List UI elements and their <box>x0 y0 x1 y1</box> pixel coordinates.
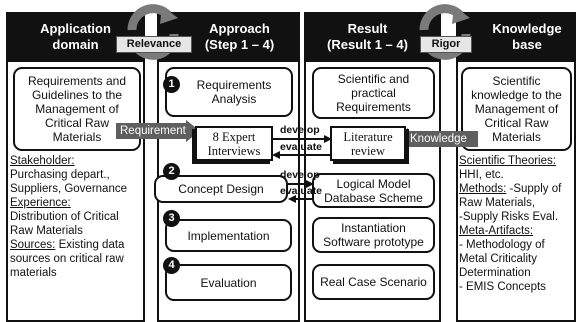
evaluate-label-lower: evaluate <box>280 185 323 197</box>
application-domain-header: Application domain <box>6 12 145 62</box>
result1-line-3: Requirements <box>336 100 411 114</box>
application-domain-details: Stakeholder: Purchasing depart., Supplie… <box>10 154 127 280</box>
step-3-marker: 3 <box>163 210 180 227</box>
scientific-knowledge-box: Scientific knowledge to the Management o… <box>461 67 572 151</box>
result4-line-1: Real Case Scenario <box>320 275 427 289</box>
kb-box-line-5: Materials <box>492 130 541 144</box>
result-requirements-box: Scientific and practical Requirements <box>312 67 435 119</box>
experience-heading: Experience: <box>10 197 71 209</box>
result-title-1: Result <box>347 21 388 36</box>
step4-line-1: Evaluation <box>200 275 257 290</box>
literature-review-box: Literature review <box>330 126 406 161</box>
step2-line-1: Concept Design <box>178 182 264 196</box>
evaluate-arrow-lower-icon <box>288 195 314 203</box>
literature-line-1: Literature <box>343 129 393 144</box>
sources-line-2: materials <box>10 267 57 279</box>
develop-label-lower: develop <box>280 169 320 181</box>
evaluate-label-upper: evaluate <box>280 141 323 153</box>
knowledge-base-header: Knowledge base <box>456 12 576 62</box>
methods-heading: Methods: <box>459 183 507 195</box>
application-domain-title-1: Application <box>40 21 111 36</box>
knowledge-base-column <box>456 12 576 322</box>
knowledge-label: Knowledge <box>410 133 467 145</box>
sources-first: Existing data <box>55 239 125 251</box>
stakeholder-heading: Stakeholder: <box>10 155 75 167</box>
application-domain-column <box>6 12 145 322</box>
knowledge-arrow-icon <box>394 128 478 150</box>
experience-line-1: Distribution of Critical <box>10 211 119 223</box>
expert-line-2: Interviews <box>207 143 261 158</box>
meta-heading: Meta-Artifacts: <box>459 225 534 237</box>
result-logical-model-box: Logical Model Database Scheme <box>312 173 435 208</box>
step1-line-2: Analysis <box>211 92 257 106</box>
knowledge-base-title-2: base <box>512 37 542 52</box>
approach-title-1: Approach <box>209 21 270 36</box>
sources-line-1: sources on critical raw <box>10 253 124 265</box>
develop-arrow-lower-icon <box>288 180 314 188</box>
develop-arrow-upper-icon <box>272 135 332 143</box>
methods-first: -Supply of <box>506 183 562 195</box>
kb-box-line-3: Management of <box>474 102 559 116</box>
step-requirements-analysis-box: Requirements Analysis <box>165 67 293 117</box>
sources-heading: Sources: <box>10 239 56 251</box>
methods-line-1: Raw Materials, <box>459 197 536 209</box>
app-box-line-4: Critical Raw <box>44 116 109 130</box>
meta-line-2: Metal Criticality <box>459 253 537 265</box>
rigor-cycle-icon <box>419 4 471 60</box>
meta-line-3: Determination <box>459 267 531 279</box>
step-concept-design-box: Concept Design <box>154 175 288 203</box>
result1-line-2: practical <box>351 86 396 100</box>
app-box-line-1: Requirements and <box>27 74 127 88</box>
kb-box-line-2: knowledge to the <box>471 88 562 102</box>
step-evaluation-box: Evaluation <box>165 264 292 301</box>
evaluate-arrow-upper-icon <box>272 151 332 159</box>
requirement-label: Requirement <box>120 125 186 137</box>
requirement-arrow-icon <box>116 120 200 142</box>
meta-line-4: - EMIS Concepts <box>459 281 546 293</box>
result3-line-2: Software prototype <box>323 235 424 249</box>
step-implementation-box: Implementation <box>165 219 292 252</box>
step3-line-1: Implementation <box>187 228 270 243</box>
result-title-2: (Result 1 – 4) <box>327 37 408 52</box>
theories-line-1: HHI, etc. <box>459 169 504 181</box>
methods-line-2: -Supply Risks Eval. <box>459 211 559 223</box>
result-instantiation-box: Instantiation Software prototype <box>312 217 435 253</box>
step-4-marker: 4 <box>163 257 180 274</box>
result-header: Result (Result 1 – 4) <box>304 12 441 62</box>
application-domain-title-2: domain <box>52 37 99 52</box>
experience-line-2: Raw Materials <box>10 225 83 237</box>
kb-box-line-1: Scientific <box>492 74 541 88</box>
meta-line-1: - Methodology of <box>459 239 545 251</box>
result2-line-1: Logical Model <box>336 176 411 191</box>
theories-heading: Scientific Theories: <box>459 155 556 167</box>
rigor-label: Rigor <box>420 36 472 53</box>
literature-line-2: review <box>350 143 385 158</box>
kb-box-line-4: Critical Raw <box>484 116 549 130</box>
develop-label-upper: develop <box>280 124 320 136</box>
step-2-marker: 2 <box>163 163 180 180</box>
stakeholder-line-1: Purchasing depart., <box>10 169 110 181</box>
step1-line-1: Requirements <box>196 78 272 92</box>
relevance-label: Relevance <box>116 36 192 53</box>
app-box-line-2: Guidelines to the <box>31 88 123 102</box>
relevance-cycle-icon <box>127 4 179 60</box>
expert-line-1: 8 Expert <box>212 129 256 144</box>
approach-title-2: (Step 1 – 4) <box>204 37 275 52</box>
stakeholder-line-2: Suppliers, Governance <box>10 183 127 195</box>
result1-line-1: Scientific and <box>337 72 410 86</box>
result3-line-1: Instantiation <box>341 221 406 235</box>
expert-interviews-box: 8 Expert Interviews <box>195 126 273 161</box>
app-box-line-5: Materials <box>52 130 102 144</box>
app-box-line-3: Management of <box>35 102 119 116</box>
step-1-marker: 1 <box>163 76 180 93</box>
knowledge-base-title-1: Knowledge <box>492 21 562 36</box>
result2-line-2: Database Scheme <box>324 190 423 205</box>
knowledge-base-details: Scientific Theories: HHI, etc. Methods: … <box>459 154 561 294</box>
result-real-case-box: Real Case Scenario <box>312 264 435 300</box>
